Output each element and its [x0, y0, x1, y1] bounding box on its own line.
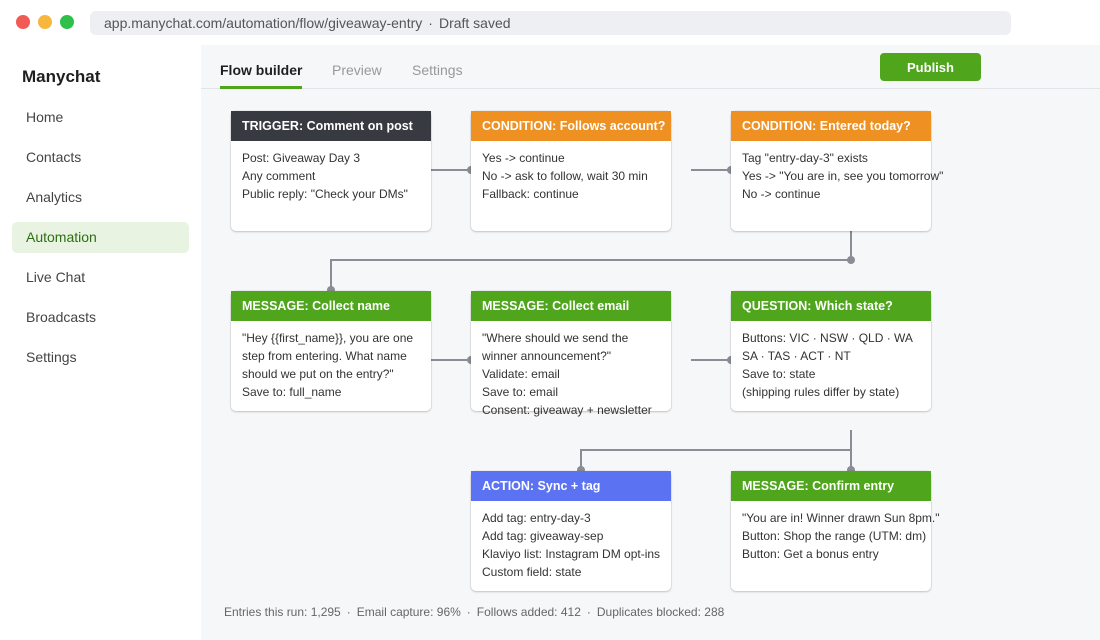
node-title: ACTION: Sync + tag [471, 471, 671, 501]
node-line: (shipping rules differ by state) [742, 385, 900, 399]
flow-canvas: TRIGGER: Comment on post Post: Giveaway … [201, 45, 1100, 640]
node-title: MESSAGE: Collect name [231, 291, 431, 321]
node-line: Post: Giveaway Day 3 [242, 151, 361, 165]
node-title: TRIGGER: Comment on post [231, 111, 431, 141]
tab-bar: Flow builder Preview Settings Publish [201, 45, 1100, 89]
connector-state-to-branches [580, 430, 852, 470]
node-title: QUESTION: Which state? [731, 291, 931, 321]
node-line: Validate: email [482, 367, 560, 381]
node-line: "You are in! Winner drawn Sun 8pm." [742, 511, 940, 525]
node-line: Consent: giveaway + newsletter [482, 403, 652, 417]
node-line: Klaviyo list: Instagram DM opt-ins [482, 547, 661, 561]
sidebar-nav: Home Contacts Analytics Automation Live … [12, 102, 189, 382]
node-line: step from entering. What name [242, 349, 407, 363]
tab-preview[interactable]: Preview [332, 62, 382, 78]
node-line: Button: Shop the range (UTM: dm) [742, 529, 927, 543]
stat-entries: Entries this run: 1,295 [224, 605, 341, 619]
save-status: Draft saved [438, 15, 511, 31]
sidebar-item-contacts[interactable]: Contacts [26, 149, 82, 165]
node-line: Fallback: continue [482, 187, 579, 201]
node-condition-follows[interactable]: CONDITION: Follows account? Yes -> conti… [471, 111, 671, 231]
stat-separator: · [346, 605, 351, 619]
address-bar[interactable]: app.manychat.com/automation/flow/giveawa… [90, 11, 1011, 35]
connector-entered-to-collect-name [330, 230, 852, 290]
stat-separator: · [466, 605, 471, 619]
node-body: Yes -> continue No -> ask to follow, wait… [471, 141, 671, 203]
node-line: Save to: full_name [242, 385, 342, 399]
node-line: "Where should we send the [482, 331, 629, 345]
node-line: winner announcement?" [482, 349, 612, 363]
node-line: "Hey {{first_name}}, you are one [242, 331, 414, 345]
sidebar-item-live-chat[interactable]: Live Chat [26, 269, 86, 285]
node-line: Save to: email [482, 385, 559, 399]
title-bar: app.manychat.com/automation/flow/giveawa… [0, 0, 1100, 45]
stat-duplicates-blocked: Duplicates blocked: 288 [596, 605, 725, 619]
node-line: No -> ask to follow, wait 30 min [482, 169, 648, 183]
node-message-confirm-entry[interactable]: MESSAGE: Confirm entry "You are in! Winn… [731, 471, 940, 591]
node-message-collect-name[interactable]: MESSAGE: Collect name "Hey {{first_name}… [231, 291, 431, 411]
node-title: MESSAGE: Confirm entry [731, 471, 931, 501]
node-line: Any comment [242, 169, 316, 183]
node-line: Tag "entry-day-3" exists [742, 151, 868, 165]
node-line: should we put on the entry?" [242, 367, 394, 381]
node-body: "Hey {{first_name}}, you are one step fro… [231, 321, 431, 401]
port-dot[interactable] [847, 256, 855, 264]
node-line: Public reply: "Check your DMs" [242, 187, 408, 201]
stat-email-capture: Email capture: 96% [356, 605, 461, 619]
node-line: Save to: state [742, 367, 816, 381]
sidebar-item-home[interactable]: Home [26, 109, 64, 125]
tab-settings[interactable]: Settings [412, 62, 463, 78]
run-stats: Entries this run: 1,295 · Email capture: 9… [224, 605, 724, 619]
maximize-window-button[interactable] [60, 15, 74, 29]
node-line: Yes -> continue [482, 151, 565, 165]
node-trigger-comment[interactable]: TRIGGER: Comment on post Post: Giveaway … [231, 111, 431, 231]
sidebar-item-analytics[interactable]: Analytics [26, 189, 83, 205]
tab-flow-builder[interactable]: Flow builder [220, 62, 303, 89]
node-message-collect-email[interactable]: MESSAGE: Collect email "Where should we … [471, 291, 671, 417]
main-panel: TRIGGER: Comment on post Post: Giveaway … [201, 45, 1100, 640]
node-condition-entered[interactable]: CONDITION: Entered today? Tag "entry-day… [731, 111, 944, 231]
sidebar-item-automation[interactable]: Automation [12, 222, 189, 253]
node-question-state[interactable]: QUESTION: Which state? Buttons: VIC · NS… [731, 291, 931, 411]
node-body: Buttons: VIC · NSW · QLD · WA SA · TAS · … [731, 321, 931, 401]
sidebar-item-settings[interactable]: Settings [26, 349, 77, 365]
node-line: SA · TAS · ACT · NT [742, 349, 851, 363]
node-line: Button: Get a bonus entry [742, 547, 879, 561]
url-separator: · [428, 15, 433, 31]
node-title: CONDITION: Entered today? [731, 111, 931, 141]
node-title: CONDITION: Follows account? [471, 111, 671, 141]
sidebar: Manychat Home Contacts Analytics Automat… [0, 45, 201, 640]
close-window-button[interactable] [16, 15, 30, 29]
brand-name: Manychat [22, 67, 101, 86]
node-line: Add tag: giveaway-sep [482, 529, 604, 543]
publish-button[interactable]: Publish [880, 53, 981, 81]
sidebar-item-broadcasts[interactable]: Broadcasts [26, 309, 97, 325]
node-line: No -> continue [742, 187, 821, 201]
node-title: MESSAGE: Collect email [471, 291, 671, 321]
node-line: Buttons: VIC · NSW · QLD · WA [742, 331, 913, 345]
node-line: Custom field: state [482, 565, 582, 579]
node-body: "Where should we send the winner announce… [471, 321, 671, 419]
stat-separator: · [586, 605, 591, 619]
node-body: "You are in! Winner drawn Sun 8pm." Butto… [731, 501, 940, 563]
node-line: Add tag: entry-day-3 [482, 511, 591, 525]
minimize-window-button[interactable] [38, 15, 52, 29]
stat-follows-added: Follows added: 412 [476, 605, 581, 619]
node-line: Yes -> "You are in, see you tomorrow" [742, 169, 944, 183]
url-text: app.manychat.com/automation/flow/giveawa… [104, 15, 423, 31]
